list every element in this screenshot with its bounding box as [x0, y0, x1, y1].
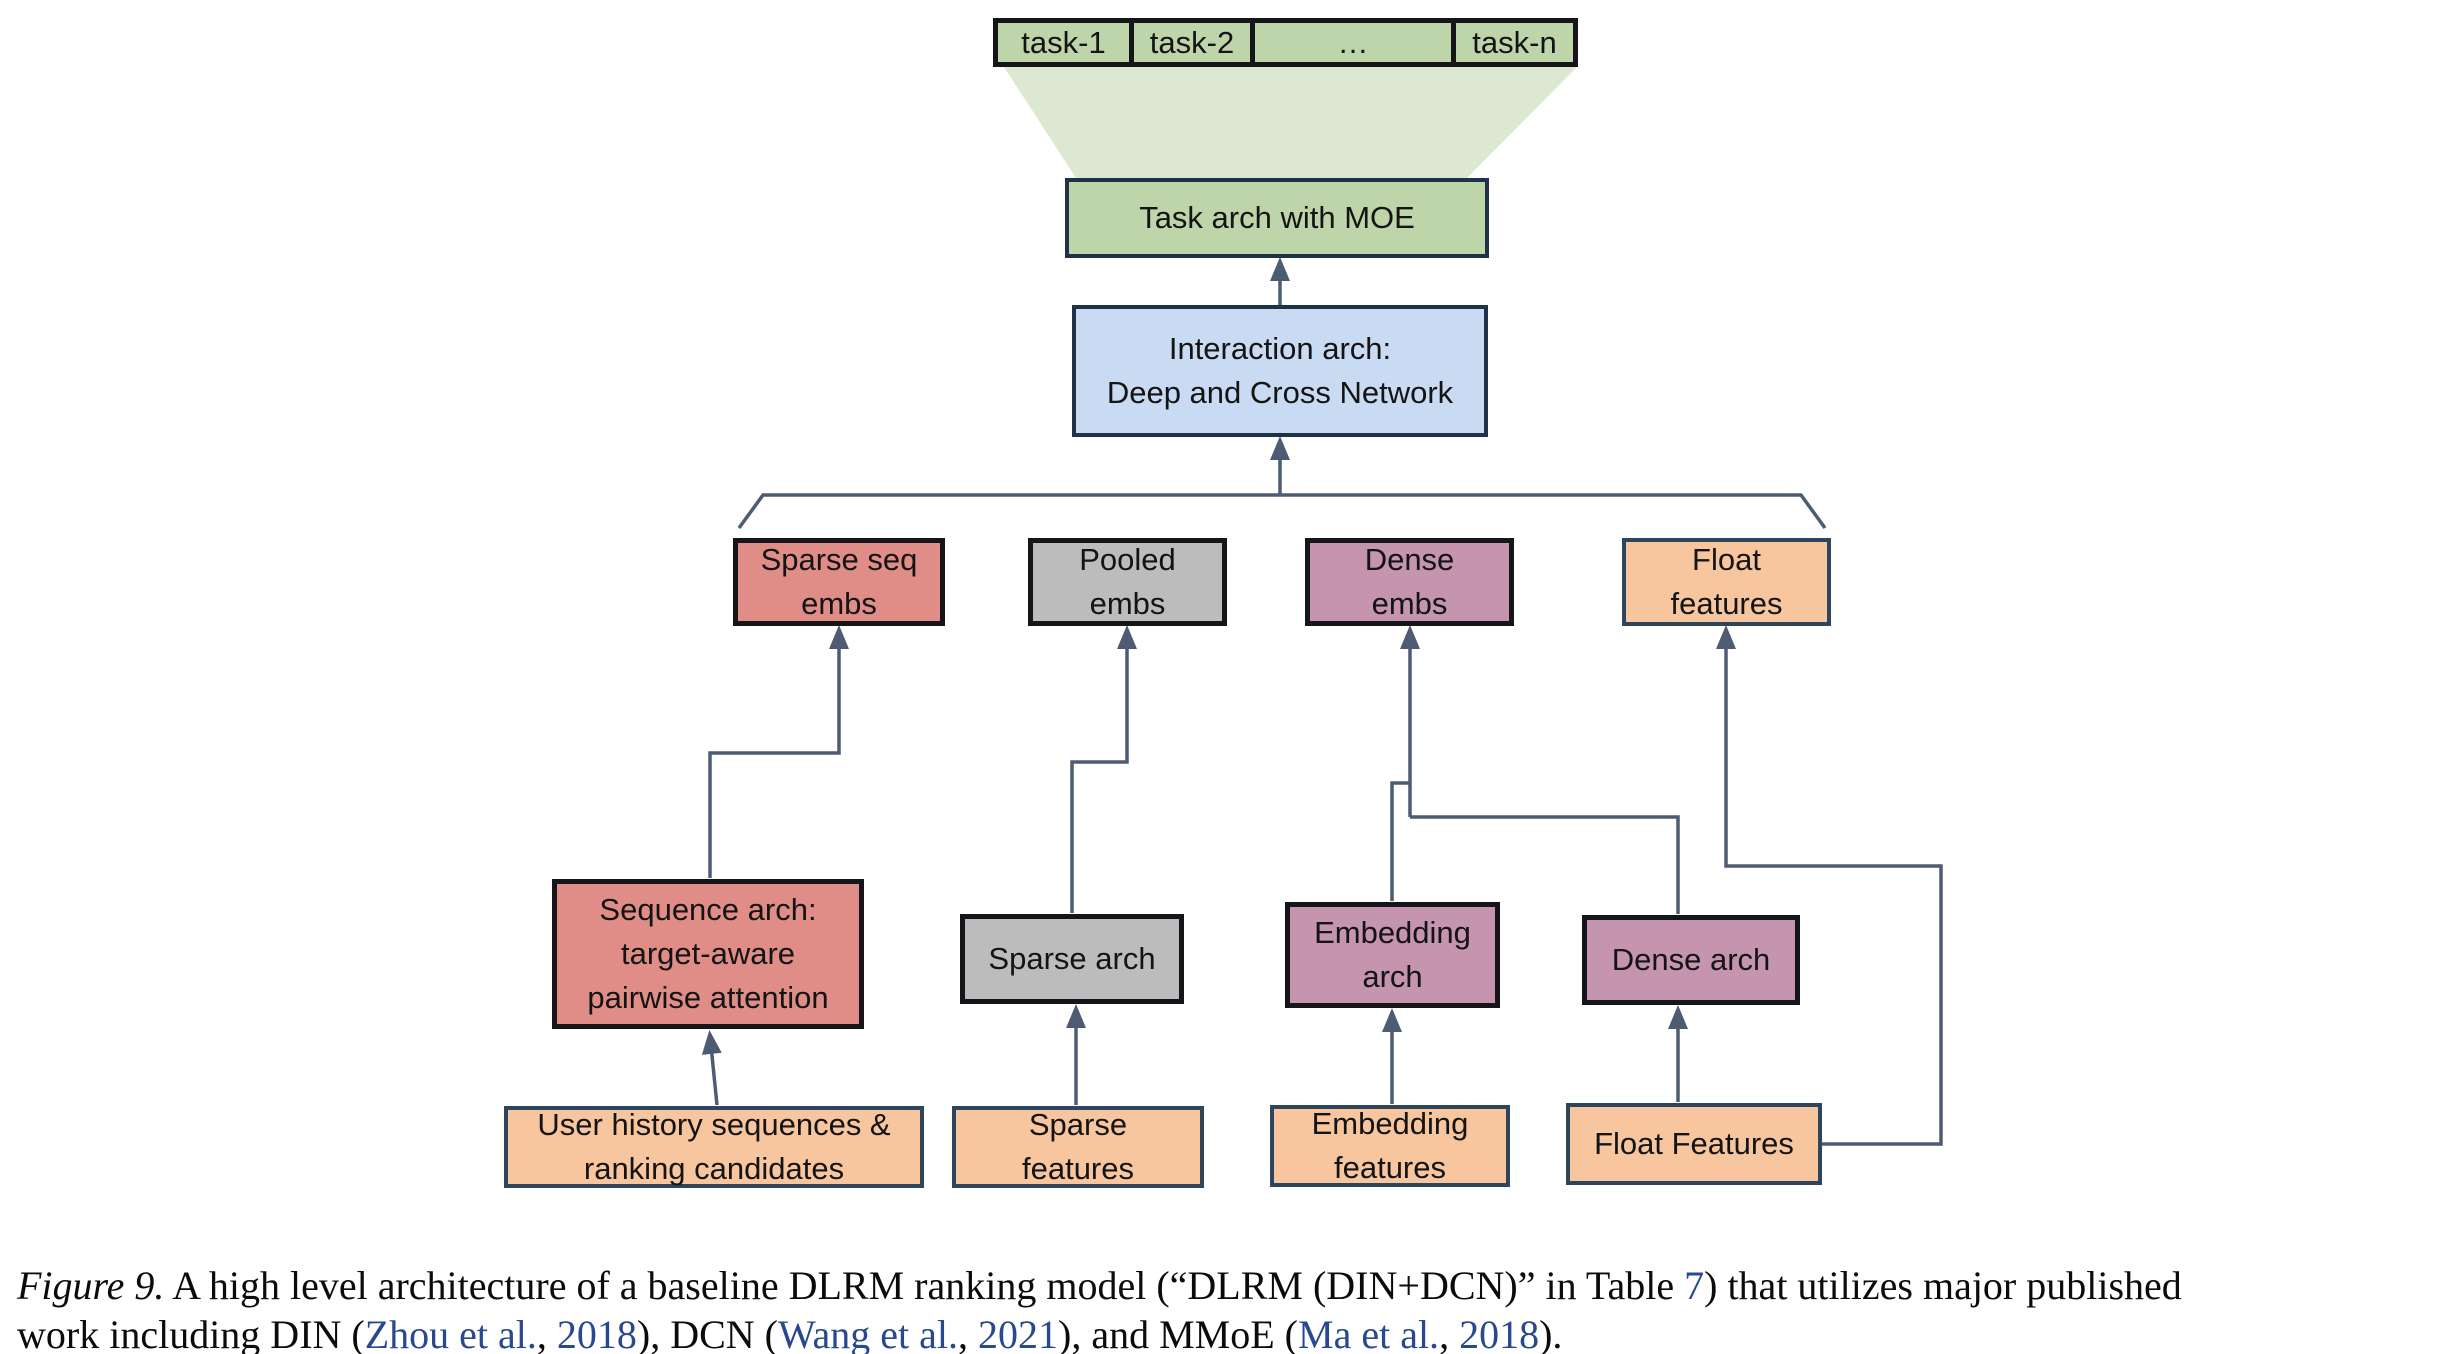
task-cell-label: task-n — [1472, 24, 1557, 60]
node-label-line: Embedding — [1311, 1106, 1469, 1141]
edge-densearch-join — [1410, 815, 1680, 914]
caption-text-segment: , — [1439, 1312, 1460, 1354]
node-label-line: pairwise attention — [587, 980, 829, 1015]
node-label-line: User history sequences & — [537, 1107, 891, 1142]
node-embedding-features: Embedding features — [1270, 1105, 1510, 1187]
node-label-line: features — [1021, 1151, 1134, 1186]
node-user-history: User history sequences & ranking candidat… — [504, 1106, 924, 1188]
task-output-strip: task-1 task-2 … task-n — [993, 18, 1578, 67]
caption-citation-link[interactable]: 2018 — [556, 1312, 637, 1354]
node-label-line: embs — [801, 586, 877, 621]
node-label-line: Deep and Cross Network — [1106, 375, 1454, 410]
caption-text-segment: ). — [1539, 1312, 1563, 1354]
caption-citation-link[interactable]: Ma et al. — [1298, 1312, 1440, 1354]
task-cell-label: … — [1337, 24, 1369, 60]
edge-fan-line — [737, 493, 1827, 530]
node-label-line: Dense arch — [1611, 942, 1771, 977]
node-sparse-seq-embs: Sparse seq embs — [733, 538, 945, 626]
caption-citation-link[interactable]: 7 — [1684, 1263, 1705, 1308]
node-float-features-embs: Float features — [1622, 538, 1831, 626]
node-label-line: embs — [1089, 586, 1166, 621]
caption-text-segment: A high level architecture of a baseline … — [164, 1263, 1685, 1308]
caption-citation-link[interactable]: Wang et al. — [777, 1312, 959, 1354]
figure-caption: Figure 9. A high level architecture of a… — [17, 1261, 2447, 1354]
node-float-features-input: Float Features — [1566, 1103, 1822, 1185]
node-task-arch-moe: Task arch with MOE — [1065, 178, 1489, 258]
node-sparse-arch: Sparse arch — [960, 914, 1184, 1004]
task-cell-4: task-n — [1451, 23, 1573, 62]
node-label-line: Sparse seq — [760, 542, 918, 577]
caption-text-segment: , — [958, 1312, 979, 1354]
task-cell-1: task-1 — [998, 23, 1129, 62]
caption-text-segment: ), DCN ( — [636, 1312, 778, 1354]
edge-userhistory-to-sequence — [701, 1030, 722, 1106]
node-dense-embs: Dense embs — [1305, 538, 1514, 626]
caption-citation-link[interactable]: 2021 — [978, 1312, 1059, 1354]
caption-text-segment: ), and MMoE ( — [1058, 1312, 1298, 1354]
caption-text-segment: Figure 9. — [17, 1263, 165, 1308]
node-label-line: Float Features — [1594, 1126, 1794, 1161]
edge-float-bypass — [1716, 625, 1943, 1146]
node-label-line: Float — [1692, 542, 1761, 577]
caption-citation-link[interactable]: Zhou et al. — [364, 1312, 537, 1354]
node-sparse-features: Sparse features — [952, 1106, 1204, 1188]
node-label-line: Sparse arch — [988, 941, 1156, 976]
node-label-line: Embedding — [1314, 915, 1471, 950]
caption-text-segment: work including DIN ( — [17, 1312, 365, 1354]
edge-sequence-to-sparse-seq — [708, 625, 849, 878]
edge-embeddingarch-join — [1390, 781, 1410, 901]
edge-sparsearch-to-pooled — [1070, 625, 1137, 913]
funnel-shape — [1004, 67, 1577, 178]
caption-citation-link[interactable]: 2018 — [1459, 1312, 1540, 1354]
node-label-line: Task arch with MOE — [1139, 200, 1415, 235]
caption-text-segment: , — [536, 1312, 557, 1354]
node-label-line: arch — [1362, 959, 1423, 994]
node-interaction-arch: Interaction arch: Deep and Cross Network — [1072, 305, 1488, 437]
node-label-line: Sparse — [1028, 1107, 1128, 1142]
node-label-line: features — [1670, 586, 1783, 621]
node-pooled-embs: Pooled embs — [1028, 538, 1227, 626]
caption-text-segment: ) that utilizes major published — [1704, 1263, 2182, 1308]
node-label-line: features — [1333, 1150, 1446, 1185]
node-label-line: target-aware — [620, 936, 796, 971]
task-cell-label: task-2 — [1149, 24, 1235, 60]
node-label-line: Interaction arch: — [1168, 331, 1392, 366]
task-cell-3: … — [1250, 23, 1451, 62]
task-cell-label: task-1 — [1021, 24, 1106, 60]
node-label-line: Sequence arch: — [599, 892, 817, 927]
task-cell-2: task-2 — [1129, 23, 1250, 62]
node-dense-arch: Dense arch — [1582, 915, 1800, 1005]
node-embedding-arch: Embedding arch — [1285, 902, 1500, 1008]
node-label-line: ranking candidates — [583, 1151, 845, 1186]
node-label-line: Dense — [1364, 542, 1455, 577]
node-sequence-arch: Sequence arch: target-aware pairwise atten… — [552, 879, 864, 1029]
node-label-line: Pooled — [1079, 542, 1176, 577]
node-label-line: embs — [1371, 586, 1448, 621]
